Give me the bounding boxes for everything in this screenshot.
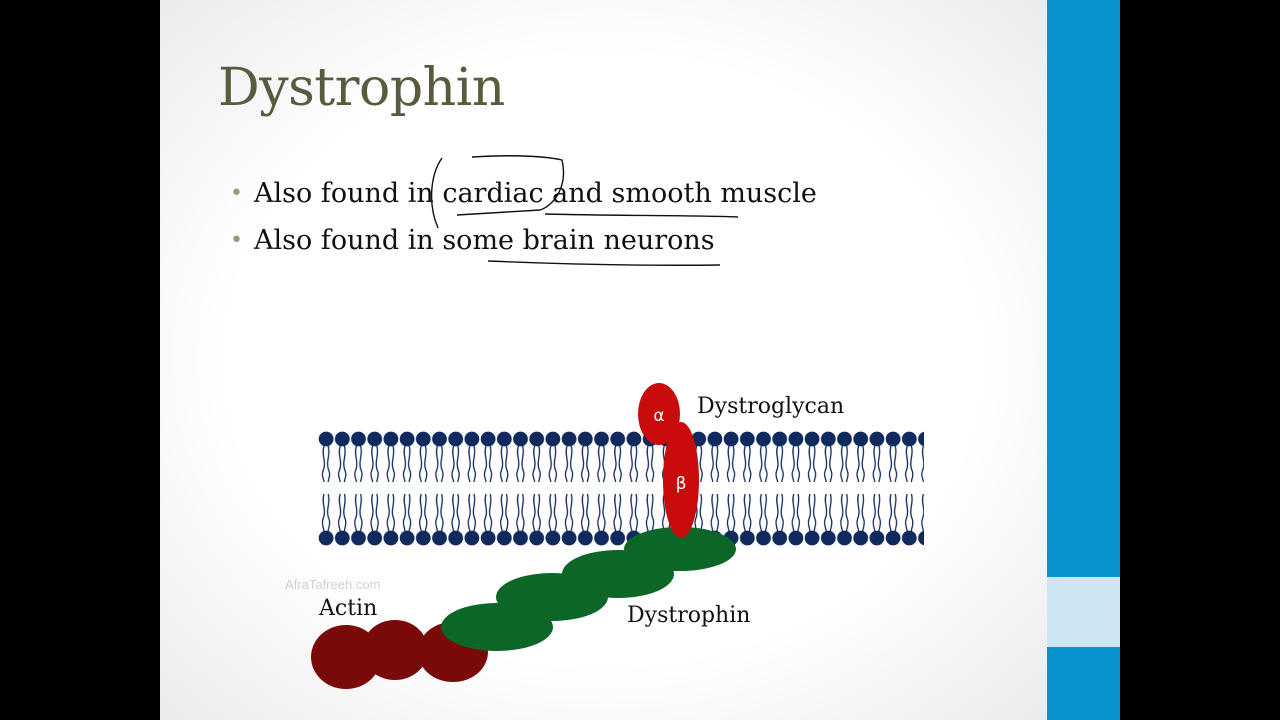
beta-label: β (676, 474, 687, 494)
slide-sidebar-accent (1047, 0, 1120, 720)
alpha-dystroglycan (638, 383, 680, 445)
bullet-marker: • (230, 228, 243, 253)
bullet-marker: • (230, 181, 243, 206)
bullet-item: • Also found in some brain neurons (230, 219, 817, 266)
lipid-bilayer (318, 430, 924, 547)
bullet-text: Also found in some brain neurons (254, 225, 715, 256)
dystroglycan-label: Dystroglycan (697, 394, 844, 419)
dystrophin-diagram: α β Dystroglycan Dystrophin Actin (311, 383, 924, 689)
actin-subunit (362, 620, 428, 680)
actin-label: Actin (318, 596, 377, 621)
dystrophin-label: Dystrophin (627, 603, 750, 628)
watermark: AfraTafreeh.com (285, 577, 381, 592)
slide-title: Dystrophin (218, 58, 505, 118)
slide: Dystrophin • Also found in cardiac and s… (160, 0, 1047, 720)
sidebar-band (1047, 577, 1120, 647)
actin-subunit (311, 625, 381, 689)
alpha-label: α (653, 406, 664, 426)
beta-dystroglycan (663, 422, 699, 538)
dystrophin-domain (624, 527, 736, 571)
